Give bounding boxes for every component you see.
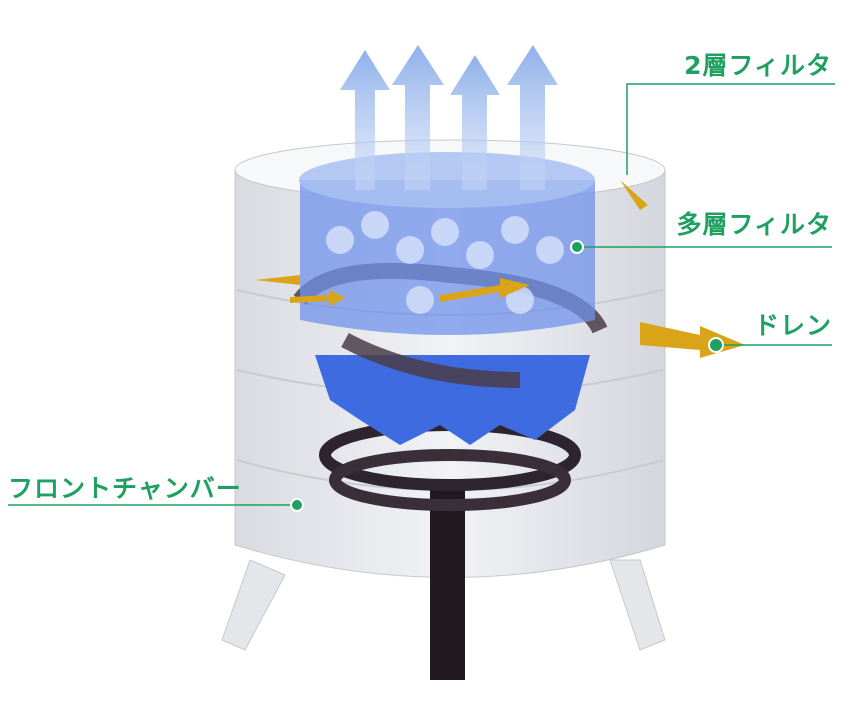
leader-dots (290, 240, 724, 512)
swirl-band (341, 332, 521, 388)
legs (221, 559, 666, 651)
two-layer-filter-label: 2層フィルタ (684, 51, 832, 80)
front-chamber-label: フロントチャンバー (8, 474, 242, 503)
airflow-up-arrows (340, 45, 558, 190)
leader-lines (8, 83, 835, 506)
drain-label: ドレン (753, 311, 832, 340)
multi-layer-filter (299, 152, 595, 335)
fan-blades (315, 355, 590, 445)
multi-layer-filter-label: 多層フィルタ (676, 210, 832, 239)
